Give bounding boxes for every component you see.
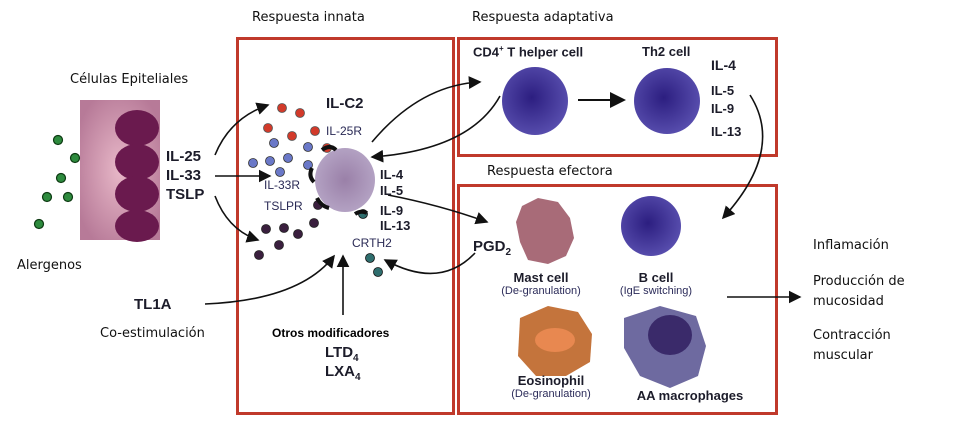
ilc2-to-effector-arrow — [387, 194, 489, 225]
effector-response-box — [457, 184, 778, 415]
cd4-to-ilc2-arrow — [370, 95, 501, 163]
mast-cell — [516, 198, 574, 264]
allergens-label: Alergenos — [17, 258, 82, 273]
b-cell-note: (IgE switching) — [619, 285, 693, 297]
eosinophil-center — [535, 328, 575, 352]
receptor-il25r: IL-25R — [326, 124, 363, 138]
th2-label: Th2 cell — [642, 44, 691, 59]
il33-dots — [248, 138, 313, 177]
adaptive-response-title: Respuesta adaptativa — [472, 10, 614, 25]
b-cell-caption: B cell (IgE switching) — [612, 270, 700, 297]
adaptive-cytokine-il13: IL-13 — [711, 124, 742, 139]
epithelial-nucleus — [115, 210, 159, 242]
other-modifiers-title: Otros modificadores — [272, 326, 390, 340]
pgd2-to-crth2-arrow — [383, 252, 476, 275]
adaptive-response-box — [457, 37, 778, 157]
tslp-dots — [254, 200, 323, 260]
innate-cytokine-il5: IL-5 — [380, 183, 404, 198]
aa-macrophages-name: AA macrophages — [636, 388, 744, 403]
modifier-ltd4-base: LTD — [325, 344, 354, 361]
aa-macrophage-nucleus — [648, 315, 692, 355]
epithelial-nucleus — [115, 110, 159, 146]
receptor-il33r: IL-33R — [264, 178, 301, 192]
receptor-crth2: CRTH2 — [352, 236, 392, 250]
epithelial-nucleus — [115, 144, 159, 180]
allergen-dot — [52, 134, 64, 146]
outcome-inflammation: Inflamación — [813, 238, 889, 253]
outcome-muscle-line1: Contracción — [813, 328, 891, 343]
epithelial-nucleus — [115, 176, 159, 212]
cd4-label-post: T helper cell — [503, 44, 584, 60]
cytokine-il33: IL-33 — [166, 167, 202, 184]
b-cell-name: B cell — [638, 270, 674, 285]
allergen-dot — [55, 172, 67, 184]
modifier-ltd4-sub: 4 — [353, 353, 359, 364]
cd4-label-pre: CD4 — [473, 44, 500, 60]
tl1a-arrow — [204, 254, 335, 305]
mast-cell-note: (De-granulation) — [501, 285, 581, 297]
receptor-marks — [308, 145, 368, 216]
th2-cell — [634, 68, 700, 134]
outcome-mucus-line2: mucosidad — [813, 294, 884, 309]
cytokine-tslp: TSLP — [166, 186, 205, 203]
costimulation-label: Co-estimulación — [100, 326, 205, 341]
cd4-t-helper-cell — [502, 67, 568, 135]
eosinophil-name: Eosinophil — [517, 373, 585, 388]
mast-cell-caption: Mast cell (De-granulation) — [495, 270, 587, 297]
allergen-dot — [62, 191, 74, 203]
innate-response-title: Respuesta innata — [252, 10, 365, 25]
pgd2-label: PGD2 — [473, 238, 511, 258]
epithelial-cells-image — [80, 100, 160, 242]
tl1a-label: TL1A — [134, 296, 172, 313]
mast-cell-name: Mast cell — [513, 270, 569, 285]
outcome-mucus-line1: Producción de — [813, 274, 905, 289]
outcome-muscle-line2: muscular — [813, 348, 873, 363]
adaptive-cytokine-il5: IL-5 — [711, 83, 735, 98]
ilc2-to-cd4-arrow — [371, 76, 482, 143]
th2-to-bcell-arrow — [721, 94, 764, 220]
innate-response-box — [236, 37, 455, 415]
allergen-dot — [41, 191, 53, 203]
aa-macrophages-caption: AA macrophages — [620, 388, 760, 403]
b-cell — [621, 196, 681, 256]
pgd2-sub: 2 — [505, 247, 512, 258]
innate-cytokine-il9: IL-9 — [380, 203, 404, 218]
tslp-arrow — [214, 195, 260, 243]
eosinophil-caption: Eosinophil (De-granulation) — [495, 373, 607, 400]
adaptive-cytokine-il9: IL-9 — [711, 101, 735, 116]
allergen-dot — [69, 152, 81, 164]
allergen-dot — [33, 218, 45, 230]
modifier-lxa4: LXA4 — [325, 363, 361, 383]
pgd2-base: PGD — [473, 238, 506, 255]
eosinophil-note: (De-granulation) — [511, 388, 591, 400]
modifier-lxa4-sub: 4 — [355, 372, 361, 383]
epithelial-cells-title: Células Epiteliales — [70, 72, 189, 87]
cd4-label-sup: + — [499, 44, 504, 53]
ilc2-cell — [315, 148, 375, 212]
allergen-dots — [33, 134, 81, 230]
effector-response-title: Respuesta efectora — [487, 164, 613, 179]
receptor-tslpr: TSLPR — [264, 199, 303, 213]
modifier-ltd4: LTD4 — [325, 344, 359, 364]
il25-arrow — [214, 102, 270, 156]
cytokine-il25: IL-25 — [166, 148, 202, 165]
adaptive-cytokine-il4: IL-4 — [711, 57, 736, 73]
ilc2-label: IL-C2 — [326, 95, 364, 112]
innate-cytokine-il4: IL-4 — [380, 167, 404, 182]
modifier-lxa4-base: LXA — [325, 363, 355, 380]
innate-cytokine-il13: IL-13 — [380, 218, 411, 233]
cd4-label: CD4+ T helper cell — [473, 44, 583, 59]
